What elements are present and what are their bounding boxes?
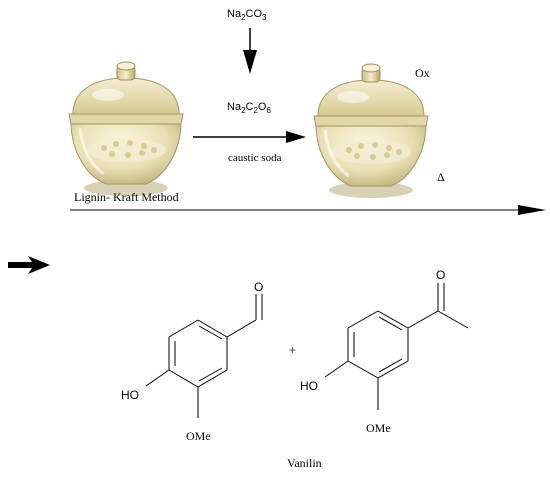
plus-sign: + (289, 343, 296, 357)
methoxy-label: OMe (186, 429, 211, 443)
hydroxyl-label: HO (121, 388, 139, 402)
arrow-right-icon (193, 131, 306, 143)
heat-symbol: Δ (437, 170, 445, 184)
carbonyl-oxygen-label: O (436, 268, 445, 282)
oxidant-label: Ox (415, 66, 430, 80)
arrow-right-icon (8, 256, 50, 274)
desiccator-icon (313, 63, 429, 198)
product-ketone-structure (324, 283, 469, 410)
methoxy-label: OMe (366, 421, 391, 435)
process-arrow (70, 205, 546, 215)
reagent-na2co3: Na2CO3 (227, 8, 267, 22)
start-label: Lignin- Kraft Method (74, 190, 179, 204)
hydroxyl-label: HO (300, 379, 318, 393)
reagent-na2c2o6: Na2C2O6 (227, 101, 271, 115)
carbonyl-oxygen-label: O (254, 280, 263, 294)
desiccator-icon (68, 61, 184, 196)
arrow-down-icon (243, 28, 257, 74)
product-caption: Vanilin (287, 456, 322, 470)
reagent-caustic-soda: caustic soda (228, 152, 282, 164)
product-vanillin-structure (145, 294, 263, 418)
